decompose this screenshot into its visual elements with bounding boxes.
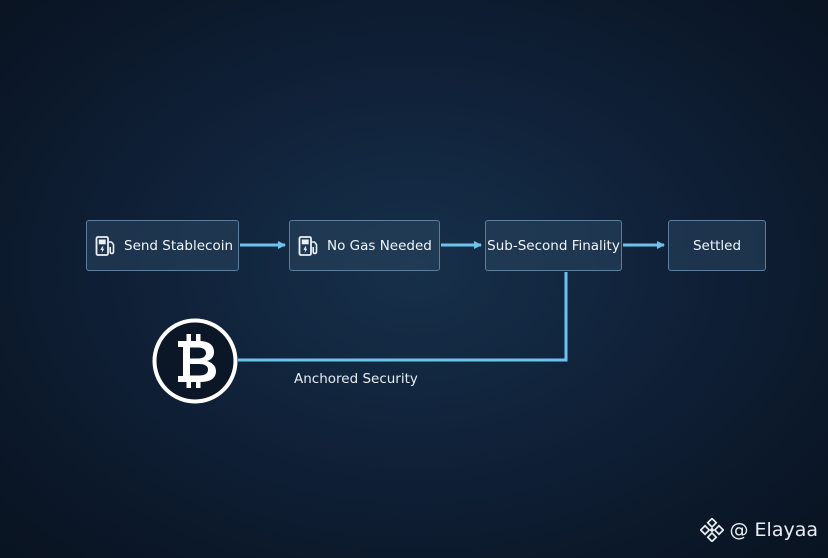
step-label: Send Stablecoin — [124, 237, 234, 254]
anchor-connector-line — [238, 272, 568, 362]
step-sub-second-finality: Sub-Second Finality — [485, 220, 622, 271]
step-label: Sub-Second Finality — [487, 237, 620, 254]
bitcoin-icon — [152, 318, 238, 404]
binance-square-icon — [699, 518, 724, 542]
step-no-gas-needed: No Gas Needed — [289, 220, 440, 271]
anchored-security-label: Anchored Security — [294, 371, 418, 387]
fuel-pump-icon — [95, 235, 115, 256]
step-settled: Settled — [668, 220, 766, 271]
fuel-pump-icon — [298, 235, 318, 256]
step-label: No Gas Needed — [327, 237, 432, 254]
watermark: @ Elayaa — [699, 518, 819, 542]
watermark-text: @ Elayaa — [729, 519, 819, 541]
step-label: Settled — [692, 237, 742, 254]
step-send-stablecoin: Send Stablecoin — [86, 220, 239, 271]
